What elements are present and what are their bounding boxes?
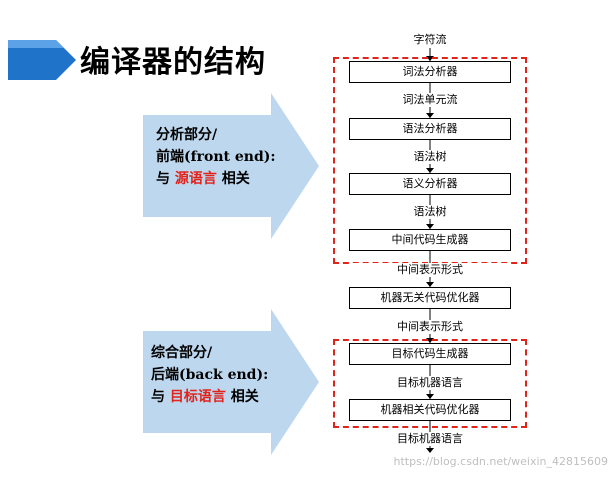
final-output-label: 目标机器语言 (349, 432, 511, 446)
front-end-line2: 前端(front end): (156, 149, 276, 165)
parser-box: 语法分析器 (349, 118, 511, 140)
machine-independent-optimizer-box: 机器无关代码优化器 (349, 287, 511, 309)
watermark: https://blog.csdn.net/weixin_42815609 (393, 455, 608, 468)
lexer-box: 词法分析器 (349, 61, 511, 83)
code-generator-output-label: 目标机器语言 (349, 376, 511, 390)
back-end-dashed-frame (333, 339, 527, 428)
back-end-line3: 与 目标语言 相关 (151, 389, 259, 405)
title-banner-icon (8, 40, 76, 80)
machine-dependent-optimizer-box: 机器相关代码优化器 (349, 399, 511, 421)
parser-output-label: 语法树 (349, 150, 511, 164)
lexer-output-label: 词法单元流 (349, 93, 511, 107)
optimizer-output-label: 中间表示形式 (349, 320, 511, 334)
ir-generator-box: 中间代码生成器 (349, 229, 511, 251)
back-end-line2: 后端(back end): (151, 367, 269, 383)
front-end-arrow-shape (143, 93, 319, 239)
ir-generator-output-label: 中间表示形式 (349, 263, 511, 277)
page-title: 编译器的结构 (80, 45, 266, 80)
semantic-analyzer-box: 语义分析器 (349, 173, 511, 195)
target-language-highlight: 目标语言 (169, 389, 226, 405)
flow-input-label: 字符流 (413, 33, 447, 46)
back-end-label: 综合部分/ 后端(back end): 与 目标语言 相关 (151, 342, 268, 408)
back-end-arrow-shape (143, 309, 319, 455)
source-language-highlight: 源语言 (174, 171, 217, 187)
front-end-line3: 与 源语言 相关 (156, 171, 250, 187)
back-end-line1: 综合部分/ (151, 345, 213, 361)
semantic-output-label: 语法树 (349, 205, 511, 219)
front-end-line1: 分析部分/ (156, 127, 218, 143)
code-generator-box: 目标代码生成器 (349, 343, 511, 365)
front-end-label: 分析部分/ 前端(front end): 与 源语言 相关 (156, 124, 276, 190)
